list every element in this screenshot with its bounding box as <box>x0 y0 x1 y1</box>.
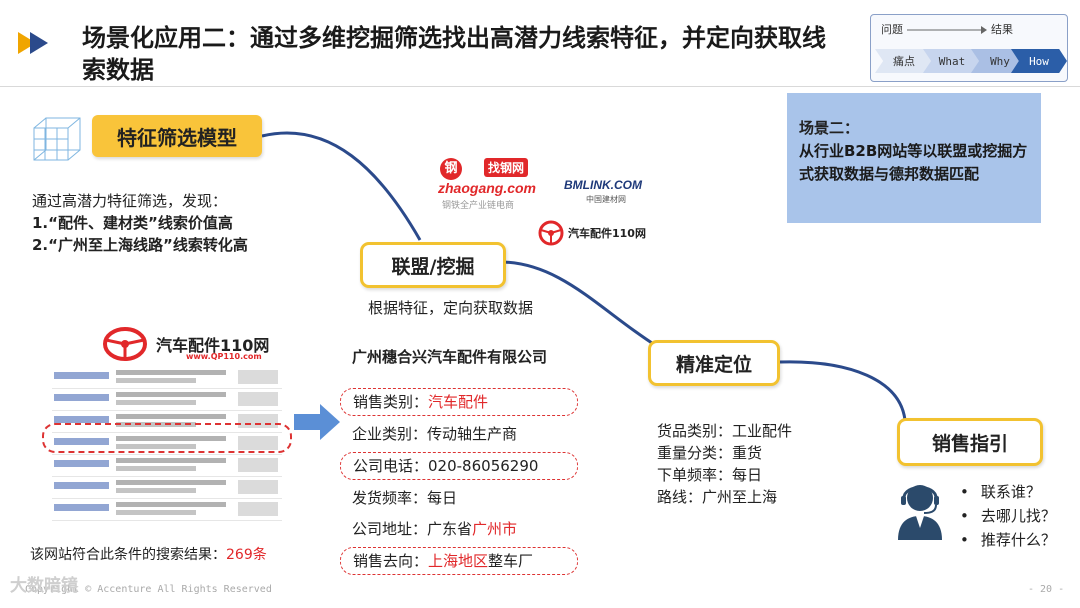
zhaogang-tagline: 钢铁全产业链电商 <box>442 198 514 211</box>
qp110-logo: 汽车配件110网 <box>536 218 650 250</box>
company-phone-field: 公司电话：020-86056290 <box>340 452 578 480</box>
location-line: 货品类别：工业配件 <box>657 420 792 442</box>
steering-wheel-icon <box>538 220 564 246</box>
sales-guide-label: 销售指引 <box>897 418 1043 466</box>
bmlink-tagline: 中国建材网 <box>586 194 626 205</box>
website-header: 汽车配件110网 www.QP110.com <box>102 326 282 366</box>
findings-block: 通过高潜力特征筛选，发现： 1.“配件、建材类”线索价值高 2.“广州至上海线路… <box>32 190 248 256</box>
field-value: 每日 <box>427 489 457 507</box>
feature-model-label: 特征筛选模型 <box>92 115 262 157</box>
page-number: - 20 - <box>1028 584 1064 595</box>
field-label: 销售去向： <box>353 552 428 570</box>
website-steering-wheel-icon <box>102 326 148 362</box>
table-row <box>52 498 282 521</box>
scene-title: 场景二： <box>799 117 1041 138</box>
qp110-name: 汽车配件110网 <box>568 225 646 241</box>
findings-intro: 通过高潜力特征筛选，发现： <box>32 190 248 212</box>
company-address-field: 公司地址：广东省广州市 <box>340 516 578 542</box>
bmlink-name: BMLINK.COM <box>564 178 642 192</box>
field-label: 公司地址： <box>352 520 427 538</box>
search-result-line: 该网站符合此条件的搜索结果：269条 <box>30 544 267 564</box>
company-type-field: 企业类别：传动轴生产商 <box>340 421 578 447</box>
table-row <box>52 366 282 389</box>
finding-item: 2.“广州至上海线路”线索转化高 <box>32 234 248 256</box>
sales-category-field: 销售类别：汽车配件 <box>340 388 578 416</box>
cube-grid-icon <box>30 114 84 164</box>
alliance-caption: 根据特征，定向获取数据 <box>368 297 533 318</box>
company-fields: 销售类别：汽车配件 企业类别：传动轴生产商 公司电话：020-86056290 … <box>340 388 578 580</box>
table-row <box>52 388 282 411</box>
field-value: 广东省 <box>427 520 472 538</box>
location-line: 路线：广州至上海 <box>657 486 792 508</box>
result-count: 269条 <box>226 547 267 563</box>
customer-service-agent-icon <box>890 476 950 540</box>
scene-description-box: 场景二： 从行业B2B网站等以联盟或挖掘方式获取数据与德邦数据匹配 <box>787 93 1041 223</box>
precise-location-label: 精准定位 <box>648 340 780 386</box>
bmlink-logo: BMLINK.COM 中国建材网 <box>562 178 652 210</box>
zhaogang-name: 找钢网 <box>484 158 528 177</box>
field-value: 020-86056290 <box>428 457 538 475</box>
zhaogang-domain: zhaogang.com <box>438 180 536 196</box>
list-item: 去哪儿找？ <box>960 504 1056 528</box>
result-text: 该网站符合此条件的搜索结果： <box>30 547 226 563</box>
sales-guide-bullets: 联系谁？ 去哪儿找？ 推荐什么？ <box>960 480 1056 552</box>
sales-destination-field: 销售去向：上海地区整车厂 <box>340 547 578 575</box>
location-details: 货品类别：工业配件 重量分类：重货 下单频率：每日 路线：广州至上海 <box>657 420 792 508</box>
field-label: 公司电话： <box>353 457 428 475</box>
steel-badge-icon: 钢 <box>440 158 462 180</box>
highlighted-row-outline <box>42 423 292 453</box>
location-line: 下单频率：每日 <box>657 464 792 486</box>
watermark: 大数暗镜 <box>10 571 78 596</box>
field-label: 销售类别： <box>353 393 428 411</box>
website-domain: www.QP110.com <box>186 352 262 361</box>
field-value-city: 广州市 <box>472 520 517 538</box>
field-label: 发货频率： <box>352 489 427 507</box>
field-value-suffix: 整车厂 <box>488 552 533 570</box>
location-line: 重量分类：重货 <box>657 442 792 464</box>
finding-item: 1.“配件、建材类”线索价值高 <box>32 212 248 234</box>
list-item: 推荐什么？ <box>960 528 1056 552</box>
list-item: 联系谁？ <box>960 480 1056 504</box>
table-row <box>52 454 282 477</box>
field-label: 企业类别： <box>352 425 427 443</box>
field-value: 上海地区 <box>428 552 488 570</box>
alliance-mining-label: 联盟/挖掘 <box>360 242 506 288</box>
shipping-frequency-field: 发货频率：每日 <box>340 485 578 511</box>
company-name: 广州穗合兴汽车配件有限公司 <box>352 346 547 367</box>
right-arrow-icon <box>294 404 340 440</box>
field-value: 汽车配件 <box>428 393 488 411</box>
zhaogang-logo: 钢 找钢网 zhaogang.com 钢铁全产业链电商 <box>434 158 544 210</box>
scene-text: 从行业B2B网站等以联盟或挖掘方式获取数据与德邦数据匹配 <box>799 140 1029 186</box>
table-row <box>52 476 282 499</box>
field-value: 传动轴生产商 <box>427 425 517 443</box>
